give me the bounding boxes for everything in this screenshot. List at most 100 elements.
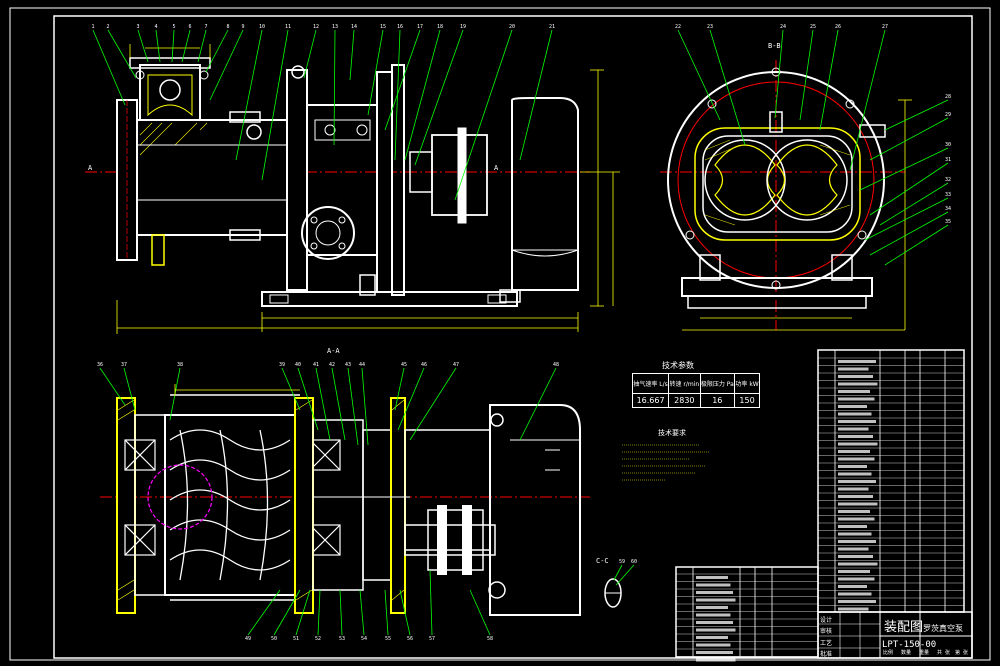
balloon-front-19: 19 [460, 24, 466, 30]
balloon-side-28: 28 [945, 94, 951, 100]
tech-params-table: 抽气速率 L/s 转速 r/min 极限压力 Pa 功率 kW 16.667 2… [631, 373, 760, 408]
parts-list-text [838, 382, 878, 386]
section-label-aa: A-A [327, 347, 340, 355]
balloon-front-8: 8 [226, 24, 229, 30]
tech-params-title: 技术参数 [662, 361, 694, 370]
parts-list-text [838, 442, 878, 446]
balloon-section-56: 56 [407, 636, 413, 642]
base-frame [261, 291, 518, 307]
parts-list-text [838, 525, 867, 528]
parts-list-text [838, 555, 873, 558]
parts-list-text [838, 465, 867, 468]
param-value-1: 16.667 [631, 393, 670, 408]
balloon-side-25: 25 [810, 24, 816, 30]
balloon-front-4: 4 [154, 24, 157, 30]
param-value-3: 16 [699, 393, 736, 408]
balloon-front-5: 5 [172, 24, 175, 30]
parts-list-text [838, 480, 876, 483]
parts-list-text [838, 367, 869, 371]
section-motor [489, 404, 581, 616]
standard-parts-text [696, 651, 733, 654]
balloon-section-53: 53 [339, 636, 345, 642]
parts-list-text [838, 577, 875, 581]
balloon-section-55: 55 [385, 636, 391, 642]
param-header-3: 极限压力 Pa [699, 373, 736, 394]
balloon-side-31: 31 [945, 157, 951, 163]
balloon-side-29: 29 [945, 112, 951, 118]
balloon-side-24: 24 [780, 24, 786, 30]
motor [511, 97, 579, 291]
standard-parts-text [696, 606, 728, 609]
balloon-front-18: 18 [437, 24, 443, 30]
parts-list-text [838, 375, 873, 378]
balloon-front-12: 12 [313, 24, 319, 30]
section-label-a-left: A [88, 164, 93, 172]
balloon-section-38: 38 [177, 362, 183, 368]
parts-list-text [838, 360, 876, 363]
param-header-2: 转速 r/min [668, 373, 701, 394]
balloon-front-13: 13 [332, 24, 338, 30]
tech-req-list: 1.装配前所有零件应清洗干净，不得有毛刺、飞边等缺陷。 2.转子与泵体之间的间隙… [622, 440, 712, 475]
pump-body [136, 119, 288, 236]
parts-list-text [838, 570, 870, 573]
balloon-side-22: 22 [675, 24, 681, 30]
parts-list-text [838, 420, 876, 423]
balloon-side-35: 35 [945, 219, 951, 225]
standard-parts-text [696, 583, 731, 587]
balloon-front-20: 20 [509, 24, 515, 30]
standard-parts-text [696, 613, 731, 617]
balloon-front-17: 17 [417, 24, 423, 30]
tb-field-8: 共 张 [937, 650, 951, 656]
parts-list-text [838, 397, 875, 401]
parts-list-text [838, 600, 876, 603]
drawing-title: 装配图 [884, 620, 924, 635]
right-end-cover [294, 397, 314, 614]
balloon-side-30: 30 [945, 142, 951, 148]
balloon-side-27: 27 [882, 24, 888, 30]
section-label-a-right: A [494, 164, 499, 172]
tb-field-1: 设计 [820, 617, 833, 624]
detail-view [604, 564, 635, 608]
inner-border [53, 15, 973, 659]
parts-list-text [838, 487, 869, 491]
param-value-2: 2830 [668, 393, 701, 408]
parts-list-text [838, 592, 872, 596]
parts-list-text [838, 585, 867, 588]
balloon-section-49: 49 [245, 636, 251, 642]
parts-list-text [838, 450, 870, 453]
tech-req-line-2: 2.转子与泵体之间的间隙应符合设计要求。 [622, 447, 712, 454]
outer-border [9, 7, 991, 661]
balloon-front-2: 2 [106, 24, 109, 30]
inlet-elbow [139, 64, 201, 121]
bearing-housing [286, 69, 308, 291]
balloon-section-44: 44 [359, 362, 365, 368]
balloon-section-43: 43 [345, 362, 351, 368]
balloon-side-32: 32 [945, 177, 951, 183]
title-block-fields: 设计 审核 工艺 批准 [819, 613, 879, 657]
front-view [85, 29, 620, 334]
parts-list-text [838, 517, 875, 521]
balloon-section-59: 59 [619, 559, 625, 565]
balloon-side-23: 23 [707, 24, 713, 30]
parts-list-text [838, 547, 869, 551]
balloon-section-54: 54 [361, 636, 367, 642]
balloon-section-57: 57 [429, 636, 435, 642]
standard-parts-text [696, 658, 736, 662]
balloon-side-33: 33 [945, 192, 951, 198]
tb-field-5: 比例 [883, 650, 894, 656]
balloon-section-52: 52 [315, 636, 321, 642]
balloon-section-48: 48 [553, 362, 559, 368]
bearing-cover [301, 206, 355, 260]
balloon-front-21: 21 [549, 24, 555, 30]
standard-parts-text [696, 591, 733, 594]
balloon-front-10: 10 [259, 24, 265, 30]
parts-list-text [838, 607, 869, 611]
parts-list-text [838, 562, 878, 566]
balloon-front-1: 1 [91, 24, 94, 30]
balloon-section-40: 40 [295, 362, 301, 368]
balloon-section-37: 37 [121, 362, 127, 368]
balloon-section-39: 39 [279, 362, 285, 368]
balloon-section-51: 51 [293, 636, 299, 642]
section-label-bb: B-B [768, 42, 781, 50]
